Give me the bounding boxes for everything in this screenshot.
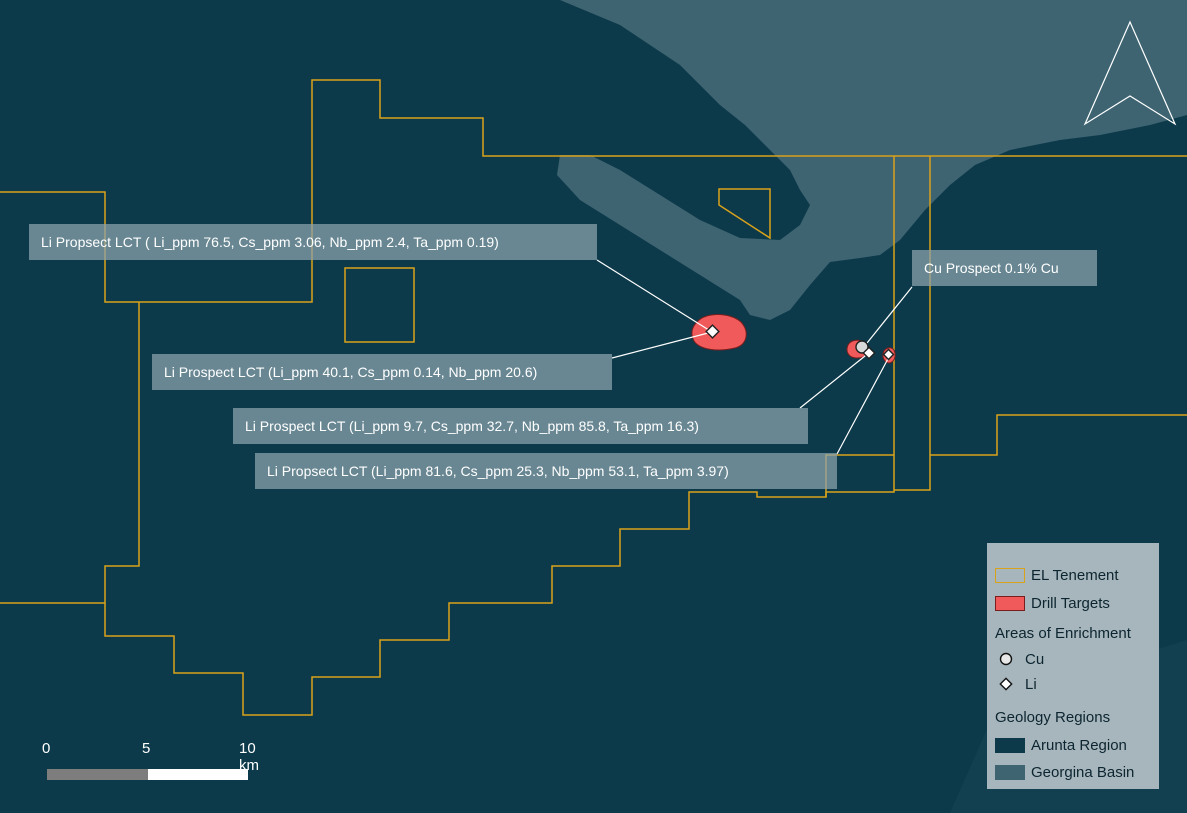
callout-li-prospect-4: Li Propsect LCT (Li_ppm 81.6, Cs_ppm 25.… (255, 453, 837, 489)
georgina-swatch (995, 764, 1025, 780)
scale-bar-segment-1 (47, 769, 148, 780)
legend-item-georgina: Georgina Basin (995, 762, 1134, 782)
leader-4 (799, 351, 871, 409)
arunta-swatch (995, 737, 1025, 753)
legend-item-tenement: EL Tenement (995, 565, 1119, 585)
li-diamond-icon (995, 677, 1017, 691)
legend-item-arunta: Arunta Region (995, 735, 1127, 755)
legend-item-drill-targets: Drill Targets (995, 593, 1110, 613)
legend-label-georgina: Georgina Basin (1031, 763, 1135, 781)
legend-item-cu: Cu (995, 649, 1044, 669)
scale-label-0: 0 (42, 740, 51, 757)
drill-target-swatch (995, 595, 1025, 611)
leader-3 (862, 286, 913, 349)
enrichment-markers (705, 324, 895, 361)
leader-2 (611, 331, 713, 359)
legend-label-tenement: EL Tenement (1031, 566, 1119, 584)
cu-marker (855, 340, 869, 354)
legend-label-li: Li (1025, 675, 1037, 693)
li-marker-cu (862, 346, 876, 360)
legend-label-cu: Cu (1025, 650, 1045, 668)
li-marker-west (705, 324, 720, 339)
georgina-basin-area (557, 0, 1187, 320)
tenement-swatch (995, 567, 1025, 583)
el-tenement-steps-right (930, 414, 1187, 456)
scale-bar-segment-2 (148, 769, 248, 780)
callout-li-prospect-3: Li Prospect LCT (Li_ppm 9.7, Cs_ppm 32.7… (233, 408, 808, 444)
callout-li-prospect-2: Li Prospect LCT (Li_ppm 40.1, Cs_ppm 0.1… (152, 354, 612, 390)
el-tenement-south (104, 156, 895, 716)
el-tenement-west (0, 302, 140, 604)
legend-heading-geology: Geology Regions (995, 709, 1111, 726)
scale-bar: 0 5 10 km (40, 740, 270, 790)
callout-li-prospect-1: Li Propsect LCT ( Li_ppm 76.5, Cs_ppm 3.… (29, 224, 597, 260)
scale-label-5: 5 (142, 740, 151, 757)
el-tenement-block (344, 267, 415, 343)
callout-cu-prospect: Cu Prospect 0.1% Cu (912, 250, 1097, 286)
legend-label-arunta: Arunta Region (1031, 736, 1127, 754)
leader-5 (836, 354, 891, 455)
legend-item-li: Li (995, 674, 1037, 694)
north-arrow-icon (1083, 20, 1177, 126)
callout-leaders (596, 259, 913, 455)
cu-circle-icon (995, 652, 1017, 666)
legend-heading-enrichment: Areas of Enrichment (995, 625, 1131, 642)
legend-label-drill-targets: Drill Targets (1031, 594, 1110, 612)
legend: EL Tenement Drill Targets Areas of Enric… (987, 543, 1159, 789)
li-marker-east (882, 348, 895, 361)
el-tenement-triangle (718, 188, 771, 240)
leader-1 (596, 259, 713, 333)
